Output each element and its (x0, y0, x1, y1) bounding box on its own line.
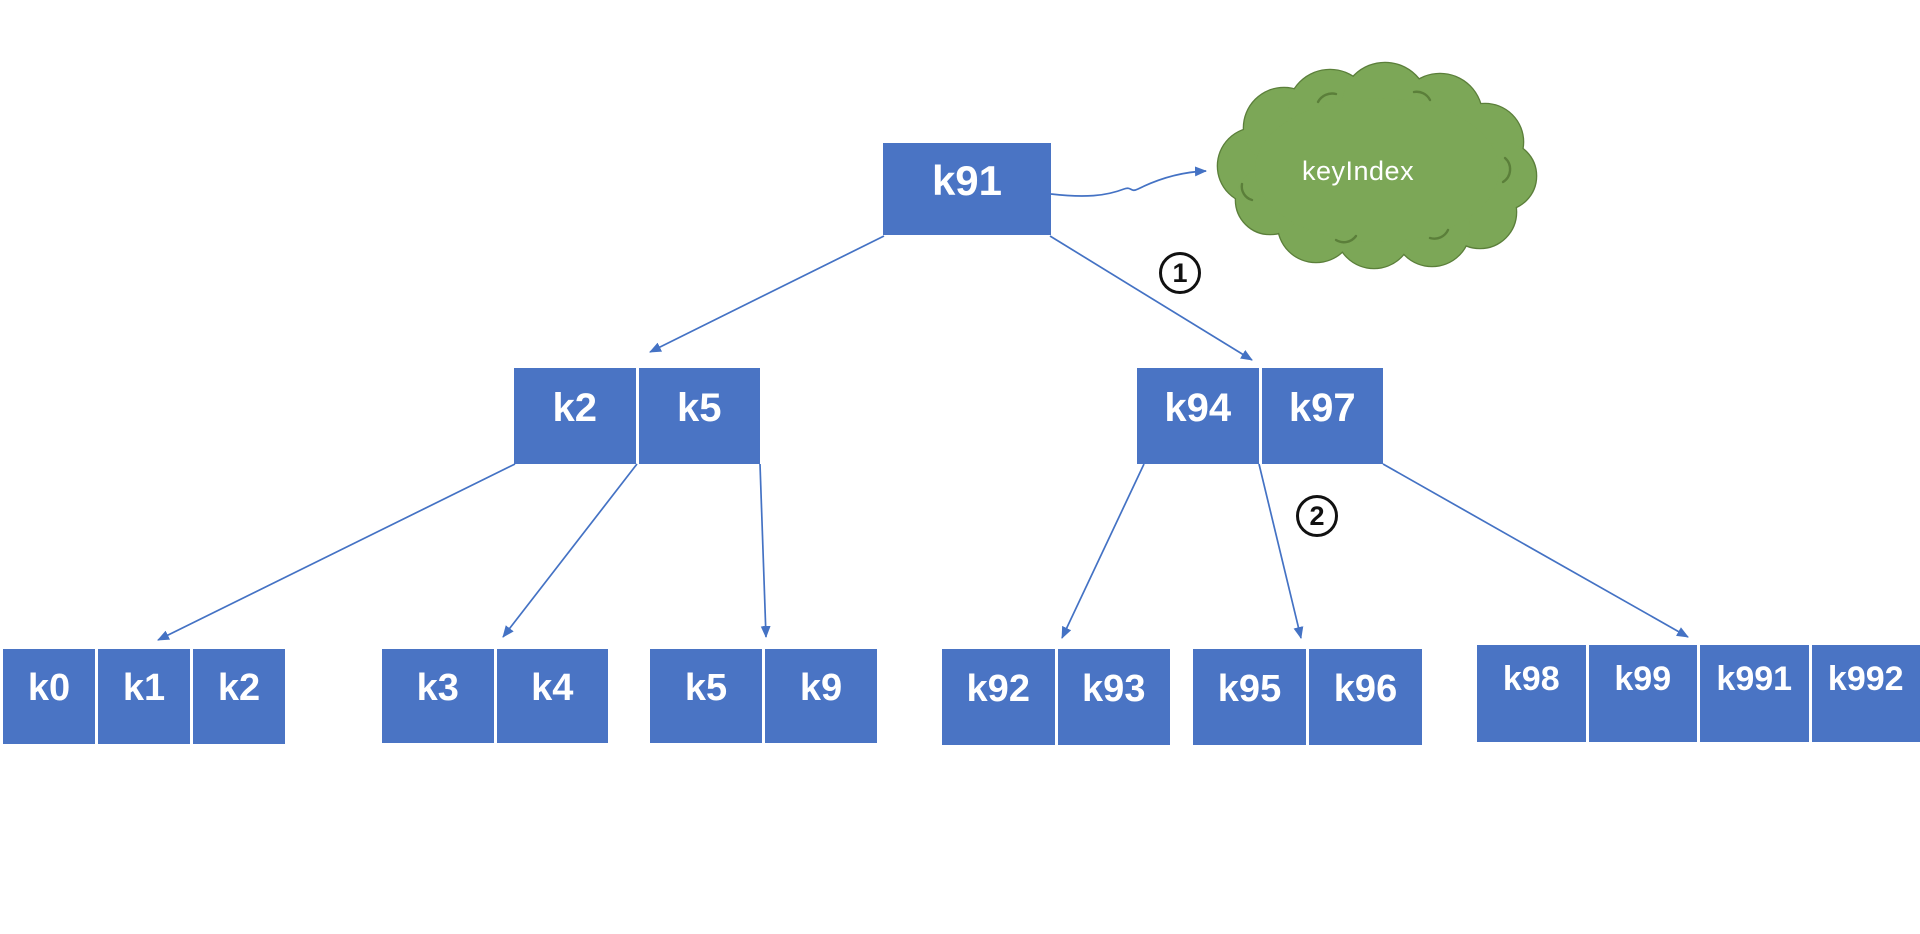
key-cell: k99 (1588, 645, 1697, 742)
key-cell: k5 (650, 649, 762, 743)
connector-internal2-to-leaf6 (1382, 463, 1689, 638)
node-leaf-3: k5 k9 (650, 649, 877, 743)
keyindex-cloud (1216, 61, 1538, 270)
key-cell: k93 (1057, 649, 1170, 745)
connector-internal2-to-leaf4 (1061, 463, 1145, 639)
key-cell: k98 (1477, 645, 1586, 742)
key-label: k97 (1288, 385, 1356, 430)
key-label: k2 (552, 385, 598, 430)
connector-internal1-to-leaf1 (157, 463, 516, 641)
key-label: k95 (1217, 667, 1282, 710)
key-label: k4 (531, 666, 574, 709)
key-cell: k4 (496, 649, 608, 743)
key-label: k98 (1502, 660, 1560, 698)
connector-root-to-right-internal (1049, 235, 1253, 361)
cloud-curls (1240, 90, 1512, 244)
key-label: k99 (1614, 660, 1672, 698)
key-cell: k992 (1811, 645, 1920, 742)
key-cell: k9 (765, 649, 877, 743)
key-label: k0 (27, 667, 71, 709)
connector-internal1-to-leaf3 (759, 463, 771, 638)
key-cell: k91 (883, 143, 1051, 235)
key-label: k5 (677, 385, 722, 430)
key-label: k5 (684, 666, 728, 709)
key-label: k991 (1716, 660, 1793, 698)
connector-internal1-to-leaf2 (502, 463, 638, 638)
node-leaf-2: k3 k4 (382, 649, 608, 743)
node-leaf-6: k98 k99 k991 k992 (1477, 645, 1920, 742)
connector-root-to-left-internal (649, 235, 885, 353)
key-label: k3 (416, 666, 459, 709)
key-cell: k991 (1700, 645, 1809, 742)
step-1-badge: 1 (1159, 252, 1201, 294)
key-label: k92 (966, 667, 1030, 710)
key-label: k93 (1082, 667, 1146, 710)
key-label: k1 (122, 667, 166, 709)
key-cell: k97 (1261, 368, 1383, 464)
connector-root-to-cloud (1050, 166, 1207, 197)
key-cell: k92 (942, 649, 1055, 745)
key-cell: k0 (3, 649, 95, 744)
cloud-body (1218, 63, 1536, 268)
step-2-badge: 2 (1296, 495, 1338, 537)
node-internal-right: k94 k97 (1137, 368, 1383, 464)
key-label: k9 (799, 666, 843, 709)
key-cell: k5 (638, 368, 760, 464)
connector-internal2-to-leaf5 (1258, 463, 1304, 639)
node-leaf-4: k92 k93 (942, 649, 1170, 745)
key-label: k992 (1827, 660, 1904, 698)
key-label: k91 (931, 157, 1003, 204)
node-leaf-5: k95 k96 (1193, 649, 1422, 745)
key-cell: k2 (514, 368, 636, 464)
key-label: k94 (1164, 385, 1232, 430)
key-cell: k94 (1137, 368, 1259, 464)
node-internal-left: k2 k5 (514, 368, 760, 464)
key-label: k2 (217, 667, 261, 709)
key-label: k96 (1333, 667, 1398, 710)
key-cell: k2 (193, 649, 285, 744)
node-leaf-1: k0 k1 k2 (3, 649, 285, 744)
node-root: k91 (883, 143, 1051, 235)
key-cell: k1 (98, 649, 190, 744)
keyindex-cloud-label: keyIndex (1302, 156, 1415, 186)
key-cell: k96 (1309, 649, 1422, 745)
key-cell: k95 (1193, 649, 1306, 745)
key-cell: k3 (382, 649, 494, 743)
